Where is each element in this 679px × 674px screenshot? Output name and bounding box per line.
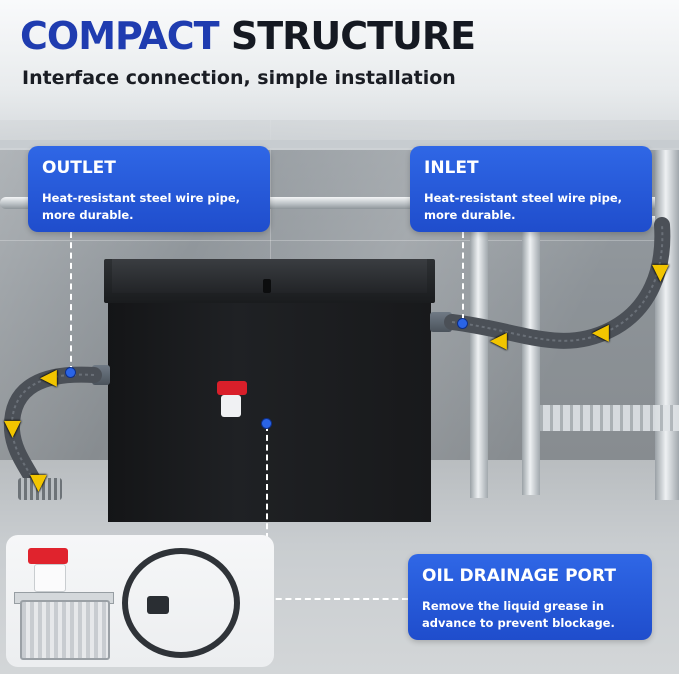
outlet-callout: OUTLET Heat-resistant steel wire pipe, m… [28, 146, 270, 232]
table-leg [522, 150, 540, 495]
sink-counter [0, 0, 679, 150]
title-accent: COMPACT [20, 14, 220, 58]
coiled-hose [122, 548, 240, 658]
drain-connector [266, 425, 268, 598]
counter-edge [0, 140, 679, 148]
marker-dot [65, 367, 76, 378]
drain-line-1: Remove the liquid grease in [422, 599, 605, 613]
hose-fitting [147, 596, 169, 614]
outlet-line-2: more durable. [42, 208, 134, 222]
inlet-callout: INLET Heat-resistant steel wire pipe, mo… [410, 146, 652, 232]
inlet-title: INLET [424, 158, 479, 178]
ball-valve-icon [217, 381, 247, 395]
table-leg [655, 150, 679, 500]
outlet-connector [70, 232, 72, 372]
inlet-line-1: Heat-resistant steel wire pipe, [424, 191, 623, 205]
arrow-icon: ▼ [652, 260, 669, 285]
arrow-icon: ▼ [30, 470, 47, 495]
inlet-connector [462, 232, 464, 320]
drain-line-2: advance to prevent blockage. [422, 616, 615, 630]
lid-handle [263, 279, 271, 293]
arrow-icon: ◀ [40, 365, 57, 390]
arrow-icon: ◀ [592, 320, 609, 345]
lower-shelf [540, 405, 679, 431]
outlet-title: OUTLET [42, 158, 116, 178]
outlet-line-1: Heat-resistant steel wire pipe, [42, 191, 241, 205]
arrow-icon: ▼ [4, 416, 21, 441]
ball-valve-icon [28, 548, 68, 564]
drain-port-callout: OIL DRAINAGE PORT Remove the liquid grea… [408, 554, 652, 640]
drain-port-description: Remove the liquid grease in advance to p… [422, 598, 615, 632]
valve-fitting [221, 395, 241, 417]
drain-connector [266, 598, 408, 600]
page-title: COMPACT STRUCTURE [20, 14, 476, 58]
valve-body [34, 564, 66, 592]
inlet-description: Heat-resistant steel wire pipe, more dur… [424, 190, 622, 224]
filter-basket [20, 600, 110, 660]
title-dark: STRUCTURE [230, 14, 476, 58]
drain-port-title: OIL DRAINAGE PORT [422, 566, 616, 586]
page-subtitle: Interface connection, simple installatio… [22, 67, 456, 89]
outlet-description: Heat-resistant steel wire pipe, more dur… [42, 190, 240, 224]
inlet-line-2: more durable. [424, 208, 516, 222]
arrow-icon: ◀ [490, 328, 507, 353]
grease-trap-tank [108, 303, 431, 522]
marker-dot [457, 318, 468, 329]
floor-drain-icon [18, 478, 62, 500]
marker-dot [261, 418, 272, 429]
